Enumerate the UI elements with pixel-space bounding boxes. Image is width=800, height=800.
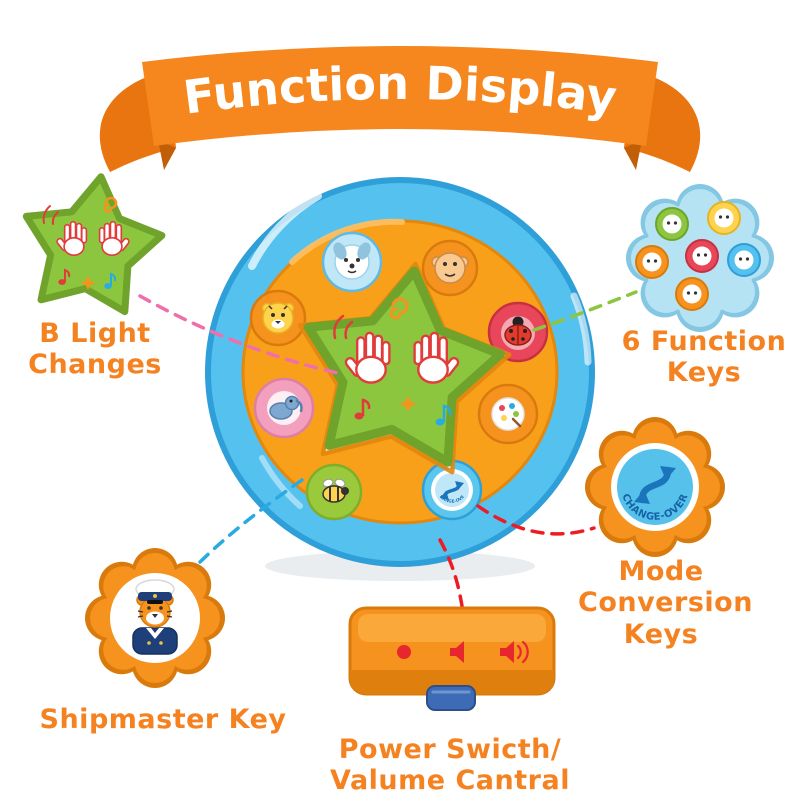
monkey-face-icon	[431, 252, 469, 284]
key-tiger	[249, 289, 307, 347]
callout-note-red-icon	[58, 268, 71, 285]
music-note-red-icon	[354, 398, 371, 420]
bee-icon	[322, 478, 349, 503]
star-spiral-doodle	[389, 297, 409, 320]
red-dot-icon	[397, 645, 411, 659]
callout-star-spiral-doodle	[103, 196, 118, 213]
mini-key-red	[685, 239, 719, 273]
cycle-arrows-icon	[634, 466, 676, 504]
power-switch-panel	[348, 606, 556, 711]
key-bee	[305, 463, 363, 521]
label-power-switch-volume: Power Swicth/ Valume Cantral	[330, 734, 570, 797]
elephant-icon	[267, 391, 303, 425]
toy-highlight-bottomleft	[259, 455, 303, 509]
toy-console: CHANGE-OVER	[0, 0, 595, 581]
ladybug-icon	[501, 316, 535, 350]
mini-key-orange-left	[635, 245, 669, 279]
connector-light-changes	[138, 294, 344, 376]
ribbon-fold-left	[158, 140, 176, 170]
label-mode-conversion-keys: Mode Conversion Keys	[578, 556, 753, 650]
mini-key-yellow	[707, 201, 741, 235]
tiger-captain-icon	[132, 579, 178, 655]
ribbon-fold-right	[624, 140, 642, 170]
callout-star-green	[22, 173, 166, 316]
six-keys-buttons	[635, 201, 761, 311]
key-palette	[477, 383, 539, 445]
speaker-waves-icon	[500, 640, 529, 664]
power-slider-knob	[426, 685, 476, 711]
callout-light-star	[22, 173, 166, 316]
callout-sparkle-icon	[80, 276, 96, 290]
sparkle-icon	[399, 396, 417, 412]
callout-note-blue-icon	[104, 272, 117, 289]
key-elephant	[253, 377, 315, 439]
label-b-light-changes: B Light Changes	[28, 318, 162, 381]
toy-highlight-right	[570, 292, 592, 366]
connector-power	[438, 538, 464, 608]
cycle-arrows-small-icon	[440, 481, 464, 500]
callout-star-motion-marks	[42, 205, 59, 225]
power-box-bottom-strip	[350, 670, 554, 694]
music-note-blue-icon	[435, 404, 452, 426]
toy-highlight-topleft	[248, 192, 322, 270]
power-box-top-highlight	[358, 614, 546, 642]
callout-mode-key: CHANGE-OVER	[585, 417, 725, 557]
callout-shipmaster	[85, 548, 225, 688]
paint-palette-icon	[491, 397, 525, 431]
callout-six-keys	[626, 184, 774, 332]
toy-top-highlight	[289, 218, 405, 265]
ribbon-band	[142, 46, 658, 146]
star-motion-marks	[333, 314, 354, 340]
tiger-face-icon	[261, 302, 295, 334]
key-ladybug	[487, 301, 549, 363]
label-shipmaster-key: Shipmaster Key	[39, 704, 287, 735]
puppy-face-icon	[333, 242, 371, 280]
mini-key-blue	[727, 243, 761, 277]
connector-shipmaster	[194, 478, 304, 568]
label-6-function-keys: 6 Function Keys	[621, 326, 787, 389]
key-monkey	[421, 239, 479, 297]
mini-key-green	[655, 207, 689, 241]
connector-mode-keys	[476, 504, 596, 536]
center-star-key	[297, 261, 512, 475]
mini-key-orange-bottom	[675, 277, 709, 311]
connector-lines	[138, 290, 638, 608]
ribbon-banner: Function Display	[99, 46, 701, 172]
key-puppy	[321, 231, 383, 293]
speaker-icon	[450, 641, 464, 663]
connector-function-keys	[532, 290, 638, 332]
